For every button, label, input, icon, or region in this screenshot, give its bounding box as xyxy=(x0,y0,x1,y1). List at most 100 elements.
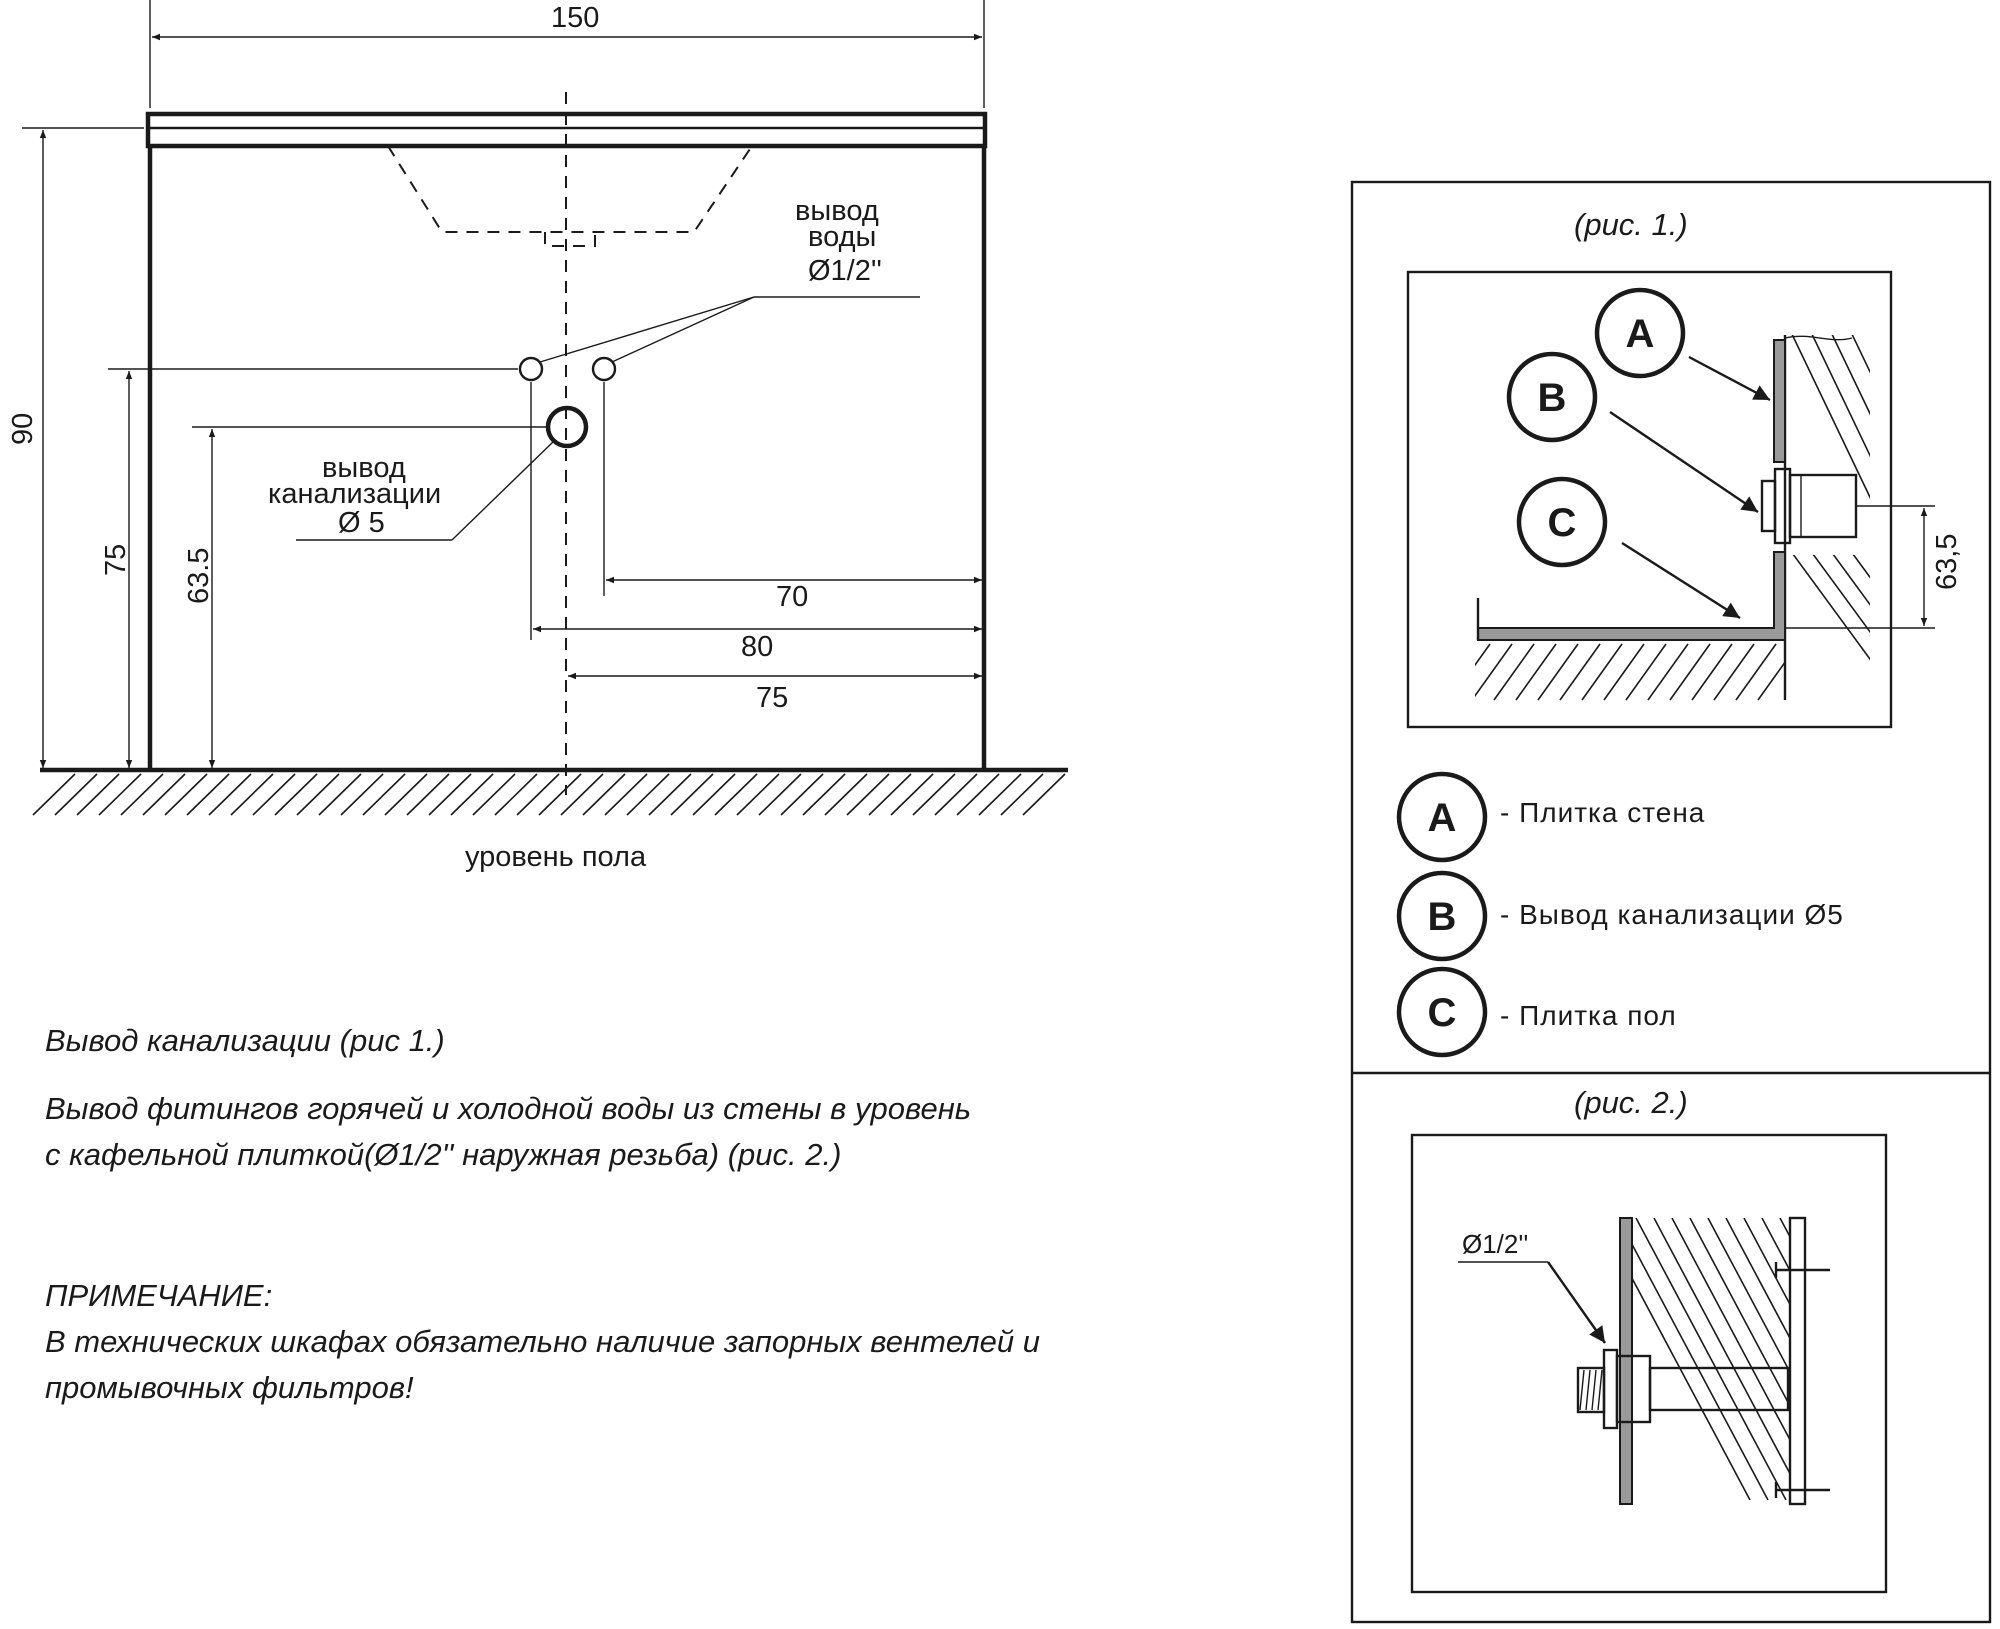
hatch-line xyxy=(384,773,428,816)
hatch-line xyxy=(142,773,186,816)
hatch-line xyxy=(296,773,340,816)
dim-90: 90 xyxy=(7,413,39,445)
drain-outlet xyxy=(545,405,589,449)
hatch-line xyxy=(1792,555,1870,661)
drain-label: вывод xyxy=(322,452,406,484)
hatch-line xyxy=(1559,643,1601,701)
drain-pipe xyxy=(1788,473,1858,539)
hatch-line xyxy=(274,773,318,816)
hatch-line xyxy=(164,773,208,816)
hatch-line xyxy=(1812,555,1870,634)
hatch-line xyxy=(1000,773,1044,816)
hatch-line xyxy=(1625,643,1667,701)
hatch-line xyxy=(1585,1369,1591,1411)
notes: Вывод канализации (рис 1.) Вывод фитинго… xyxy=(45,1023,1040,1405)
hatch-line xyxy=(582,773,626,816)
drain-diameter: Ø 5 xyxy=(338,507,385,539)
svg-text:B: B xyxy=(1538,376,1567,420)
hatch-line xyxy=(1852,555,1870,579)
hatch-line xyxy=(1713,643,1755,701)
marker-b xyxy=(1506,351,1598,443)
dim-75-vertical: 75 xyxy=(100,544,132,576)
hatch-line xyxy=(1743,1218,1790,1307)
hatch-line xyxy=(780,773,824,816)
hatch-line xyxy=(1779,1218,1790,1239)
hatch-line xyxy=(1811,335,1870,458)
hatch-line xyxy=(252,773,296,816)
hatch-line xyxy=(1691,643,1733,701)
hatch-line xyxy=(1581,643,1623,701)
fig1-caption: (рис. 1.) xyxy=(1574,207,1688,242)
legend-a-marker xyxy=(1396,771,1488,863)
fig2-wall-hatch xyxy=(1632,1218,1948,1500)
marker-a xyxy=(1594,287,1686,379)
svg-text:A: A xyxy=(1428,796,1457,840)
hatch-line xyxy=(758,773,802,816)
hatch-line xyxy=(340,773,384,816)
hatch-line xyxy=(1597,1369,1603,1411)
hatch-line xyxy=(1475,643,1491,667)
hatch-line xyxy=(978,773,1022,816)
hatch-line xyxy=(406,773,450,816)
hatch-line xyxy=(538,773,582,816)
hatch-line xyxy=(1798,1218,1948,1500)
hatch-line xyxy=(1475,643,1513,698)
hatch-line xyxy=(1669,643,1711,701)
hatch-line xyxy=(1493,643,1535,701)
wall-tile xyxy=(1773,339,1786,463)
dim-70: 70 xyxy=(776,581,808,613)
hatch-line xyxy=(736,773,780,816)
svg-text:A: A xyxy=(1626,312,1655,356)
hatch-line xyxy=(76,773,120,816)
hatch-line xyxy=(472,773,516,816)
hatch-line xyxy=(1022,773,1066,816)
hatch-line xyxy=(120,773,164,816)
hatch-line xyxy=(1603,643,1645,701)
legend-b-text: - Вывод канализации Ø5 xyxy=(1500,899,1844,930)
hatch-line xyxy=(1632,1242,1769,1500)
hatch-line xyxy=(648,773,692,816)
hatch-line xyxy=(1870,330,1980,560)
hatch-line xyxy=(1725,1218,1790,1341)
hatch-line xyxy=(98,773,142,816)
drain-label-2: канализации xyxy=(268,478,441,510)
floor-level-label: уровень пола xyxy=(465,841,647,873)
marker-c xyxy=(1516,476,1608,568)
fig1-floor-hatch xyxy=(1475,643,1785,701)
note-heading: ПРИМЕЧАНИЕ: xyxy=(45,1278,272,1313)
hatch-line xyxy=(912,773,956,816)
note-drain: Вывод канализации (рис 1.) xyxy=(45,1023,445,1058)
hatch-line xyxy=(1653,1218,1790,1476)
hatch-line xyxy=(1515,643,1557,701)
hatch-line xyxy=(1870,550,1980,700)
hatch-line xyxy=(208,773,252,816)
hot-water-outlet xyxy=(591,356,617,382)
hatch-line xyxy=(956,773,1000,816)
floor-tile xyxy=(1477,551,1786,641)
hatch-line xyxy=(560,773,604,816)
fig2-frame xyxy=(1410,1133,1888,1594)
hatch-line xyxy=(1537,643,1579,701)
sink-drain xyxy=(544,232,596,247)
note-fittings-1: Вывод фитингов горячей и холодной воды и… xyxy=(45,1091,971,1126)
water-outlet-label: вывод xyxy=(795,195,879,227)
hatch-line xyxy=(890,773,934,816)
cold-water-outlet xyxy=(518,356,544,382)
hatch-line xyxy=(604,773,648,816)
note-valves-2: промывочных фильтров! xyxy=(45,1370,414,1405)
hatch-line xyxy=(1632,1276,1751,1500)
hatch-line xyxy=(428,773,472,816)
hatch-line xyxy=(670,773,714,816)
hatch-line xyxy=(692,773,736,816)
hatch-line xyxy=(450,773,494,816)
hatch-line xyxy=(1591,1369,1597,1411)
hatch-line xyxy=(186,773,230,816)
hatch-line xyxy=(1579,1369,1585,1411)
legend-a-text: - Плитка стена xyxy=(1500,797,1705,828)
hatch-line xyxy=(1851,335,1870,374)
hatch-line xyxy=(1791,335,1870,500)
fig2-panel xyxy=(1788,1216,1807,1506)
detail-panel: (рис. 1.) 63,5 A B C xyxy=(1350,180,1992,1624)
fig2-caption: (рис. 2.) xyxy=(1574,1085,1688,1120)
